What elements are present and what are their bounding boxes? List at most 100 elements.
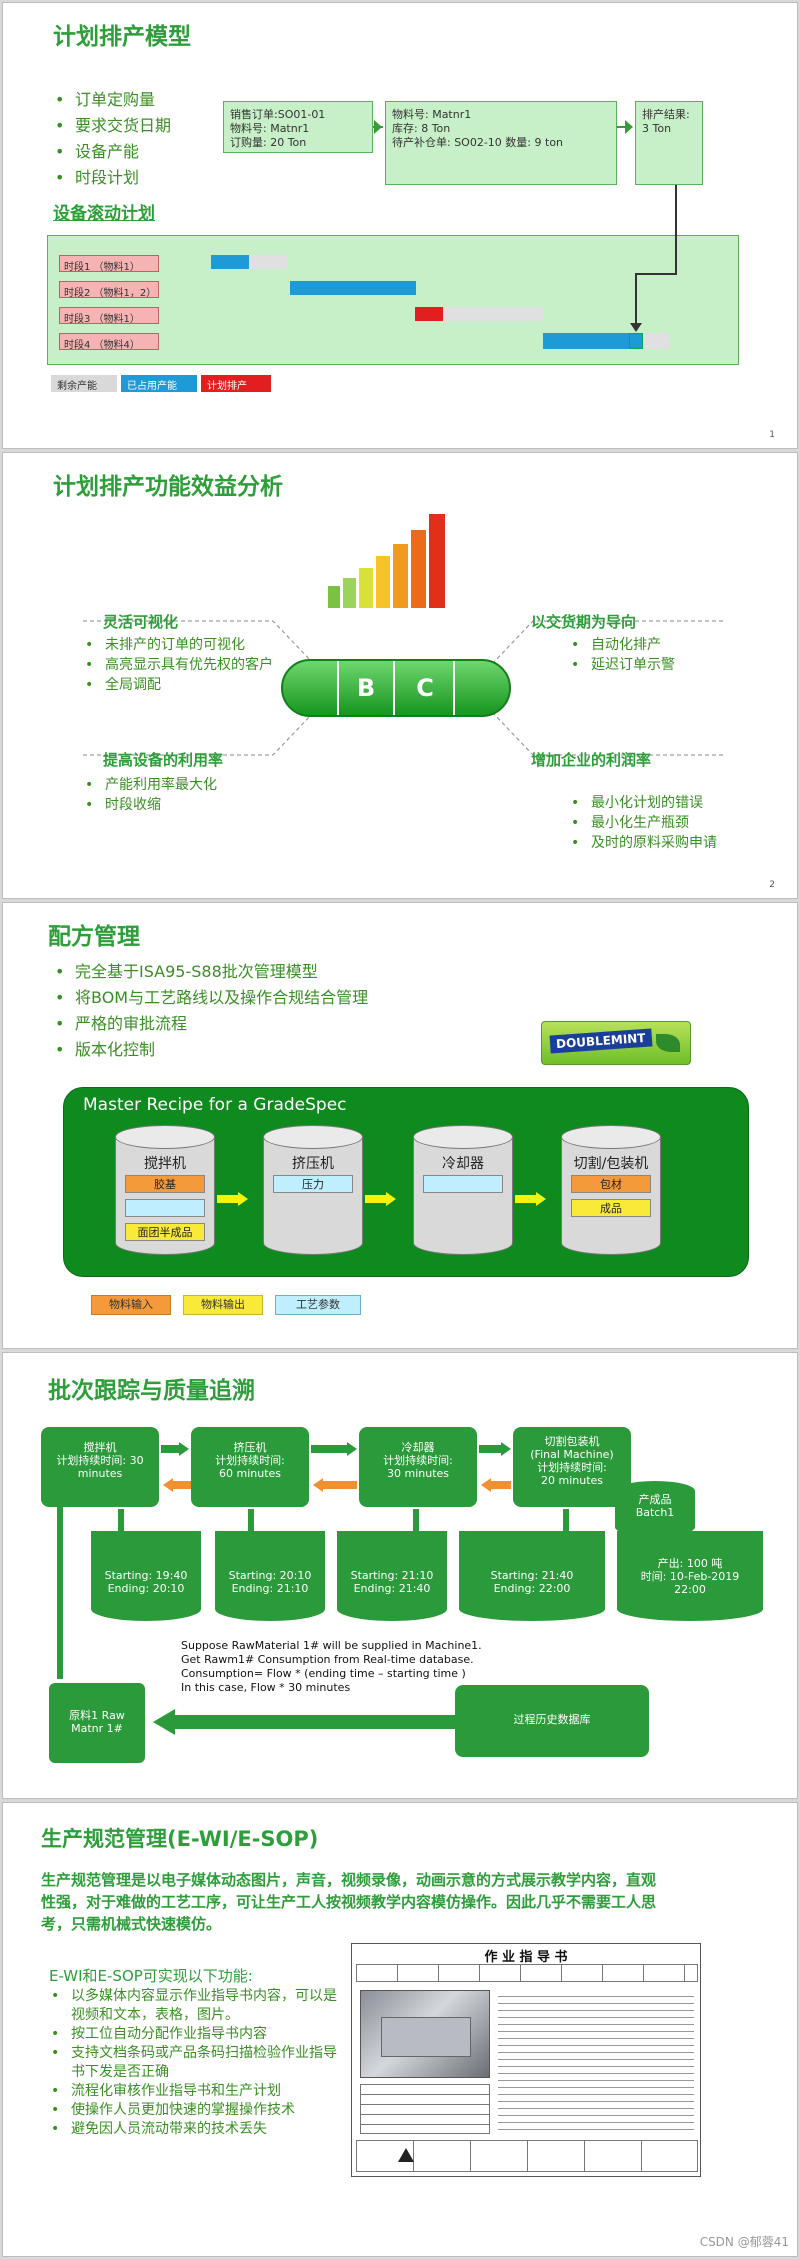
- period-label: 时段2 （物料1，2）: [59, 281, 159, 299]
- station-line: 计划持续时间:: [537, 1461, 607, 1474]
- slide-1-title: 计划排产模型: [53, 24, 191, 50]
- slide-5: 生产规范管理(E-WI/E-SOP) 生产规范管理是以电子媒体动态图片，声音，视…: [2, 1802, 798, 2257]
- doc-table: [360, 2084, 490, 2134]
- note-line: Consumption= Flow * (ending time – start…: [181, 1667, 466, 1680]
- arrow-right-icon: [311, 1445, 349, 1453]
- station-extruder: 挤压机 计划持续时间: 60 minutes: [191, 1427, 309, 1507]
- q3-title: 提高设备的利用率: [103, 751, 224, 769]
- period-label: 时段1 （物料1）: [59, 255, 159, 273]
- chip-output: 成品: [571, 1199, 651, 1217]
- bullet: 将BOM与工艺路线以及操作合规结合管理: [53, 985, 368, 1011]
- pill-segment-c: C: [397, 661, 455, 715]
- watermark: CSDN @郁蓉41: [699, 2235, 789, 2249]
- bullet: 最小化计划的错误: [569, 793, 717, 813]
- bullet: 时段计划: [53, 165, 171, 191]
- bullet: 及时的原料采购申请: [569, 833, 717, 853]
- unit-name: 冷却器: [442, 1156, 484, 1172]
- arrow-up-icon: [57, 1479, 63, 1679]
- time-start: Starting: 20:10: [228, 1569, 312, 1582]
- arrow-right-icon: [179, 1442, 189, 1456]
- arrow-right-icon: [501, 1442, 511, 1456]
- time-end: Ending: 21:40: [353, 1582, 431, 1595]
- pill-segment-b: B: [337, 661, 395, 715]
- arrow-left-icon: [153, 1709, 175, 1735]
- bullet: 流程化审核作业指导书和生产计划: [49, 2082, 339, 2101]
- dashed-guides: [83, 620, 723, 756]
- slide-4-title: 批次跟踪与质量追溯: [48, 1378, 255, 1404]
- unit-mixer: 搅拌机 胶基 面团半成品: [115, 1125, 215, 1265]
- time-doc: Starting: 21:10 Ending: 21:40: [337, 1531, 447, 1621]
- raw-line: 原料1 Raw: [69, 1709, 125, 1722]
- order-line: 销售订单:SO01-01: [230, 108, 326, 121]
- arrow-left-icon: [163, 1478, 173, 1492]
- recipe-title: Master Recipe for a GradeSpec: [83, 1095, 347, 1115]
- bullet: 按工位自动分配作业指导书内容: [49, 2025, 339, 2044]
- arrow-right-icon: [238, 1192, 248, 1206]
- unit-extruder: 挤压机 压力: [263, 1125, 363, 1265]
- legend-input: 物料输入: [91, 1295, 171, 1315]
- bullet: 自动化排产: [569, 635, 675, 655]
- arrow-down-icon: [563, 1509, 569, 1531]
- station-line: 60 minutes: [218, 1467, 282, 1480]
- page-number: 1: [769, 430, 775, 440]
- station-name: 切割包装机: [544, 1435, 600, 1448]
- history-db: 过程历史数据库: [455, 1685, 649, 1757]
- chip-output: 面团半成品: [125, 1223, 205, 1241]
- slide-2: 计划排产功能效益分析 B C 灵活可视化 未排产的订单的可视化 高亮显示具有优先…: [2, 452, 798, 899]
- mint-leaf-icon: [656, 1034, 680, 1052]
- cyl-top: [413, 1125, 513, 1149]
- inventory-line: 待产补仓单: SO02-10 数量: 9 ton: [392, 136, 564, 149]
- bullet: 全局调配: [83, 675, 283, 695]
- logo-text: DOUBLEMINT: [549, 1028, 653, 1054]
- period-label: 时段4 （物料4）: [59, 333, 159, 351]
- time-start: Starting: 21:40: [490, 1569, 574, 1582]
- slide-1: 计划排产模型 订单定购量 要求交货日期 设备产能 时段计划 销售订单:SO01-…: [2, 2, 798, 449]
- order-line: 订购量: 20 Ton: [230, 136, 307, 149]
- inventory-line: 库存: 8 Ton: [392, 122, 451, 135]
- cyl-top: [263, 1125, 363, 1149]
- time-end: Ending: 21:10: [231, 1582, 309, 1595]
- q3-list: 产能利用率最大化 时段收缩: [83, 775, 217, 815]
- machine-body: [381, 2017, 471, 2057]
- lead-paragraph: 生产规范管理是以电子媒体动态图片，声音，视频录像，动画示意的方式展示教学内容，直…: [41, 1871, 657, 1933]
- chip-input: 包材: [571, 1175, 651, 1193]
- bullet: 订单定购量: [53, 87, 171, 113]
- note-line: Get Rawm1# Consumption from Real-time da…: [181, 1653, 474, 1666]
- bullet: 使操作人员更加快速的掌握操作技术: [49, 2101, 339, 2120]
- station-line: 计划持续时间:: [215, 1454, 285, 1467]
- arrow-left-icon: [481, 1478, 491, 1492]
- station-name: 搅拌机: [83, 1441, 117, 1454]
- bar-remaining: [443, 307, 543, 321]
- arrow-up-icon: [52, 1469, 68, 1481]
- slide-1-bullets: 订单定购量 要求交货日期 设备产能 时段计划: [53, 87, 171, 191]
- connector: [373, 126, 383, 128]
- arrow-right-icon: [625, 120, 633, 134]
- unit-name: 切割/包装机: [573, 1156, 649, 1172]
- bullet: 版本化控制: [53, 1037, 368, 1063]
- time-end: Ending: 20:10: [107, 1582, 185, 1595]
- bullet: 最小化生产瓶颈: [569, 813, 717, 833]
- inventory-line: 物料号: Matnr1: [392, 108, 472, 121]
- output-line: 22:00: [674, 1583, 706, 1596]
- warning-icon: [398, 2148, 414, 2162]
- slide-3-title: 配方管理: [48, 924, 140, 950]
- bullet: 未排产的订单的可视化: [83, 635, 283, 655]
- output-line: 产出: 100 吨: [657, 1557, 723, 1570]
- time-doc: Starting: 19:40 Ending: 20:10: [91, 1531, 201, 1621]
- slide-3: 配方管理 完全基于ISA95-S88批次管理模型 将BOM与工艺路线以及操作合规…: [2, 902, 798, 1349]
- station-name: 冷却器: [401, 1441, 435, 1454]
- cyl-top: [115, 1125, 215, 1149]
- unit-cooler: 冷却器: [413, 1125, 513, 1265]
- doublemint-logo: DOUBLEMINT: [541, 1021, 691, 1065]
- unit-name: 挤压机: [292, 1156, 334, 1172]
- slide-2-title: 计划排产功能效益分析: [53, 474, 283, 500]
- cyl-body: [263, 1137, 363, 1255]
- bar-occupied: [290, 281, 416, 295]
- time-doc: Starting: 21:40 Ending: 22:00: [459, 1531, 605, 1621]
- q2-list: 自动化排产 延迟订单示警: [569, 635, 675, 675]
- cyl-body: [561, 1137, 661, 1255]
- slide-5-title: 生产规范管理(E-WI/E-SOP): [41, 1827, 319, 1851]
- intro: E-WI和E-SOP可实现以下功能:: [49, 1967, 253, 1985]
- subtitle: 设备滚动计划: [53, 204, 155, 224]
- bullet: 时段收缩: [83, 795, 217, 815]
